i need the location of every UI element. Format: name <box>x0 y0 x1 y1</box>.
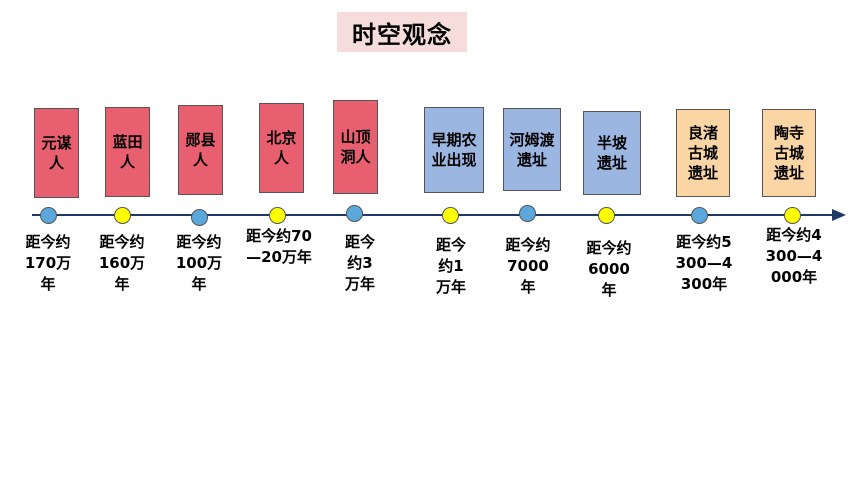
event-card-lantian: 蓝田人 <box>105 107 150 197</box>
event-card-liangzhu: 良渚古城遗址 <box>676 109 730 197</box>
timeline-dot <box>519 205 536 222</box>
event-label: 蓝田人 <box>112 133 143 171</box>
event-date: 距今约70—20万年 <box>246 227 312 266</box>
event-date: 距今约100万年 <box>175 233 223 293</box>
event-label: 河姆渡遗址 <box>509 130 555 169</box>
event-card-hemudu: 河姆渡遗址 <box>503 108 561 191</box>
event-card-shandingdong: 山顶洞人 <box>333 100 378 194</box>
event-date: 距今约170万年 <box>24 233 72 293</box>
page-title: 时空观念 <box>337 12 467 52</box>
event-date: 距今约5300—4300年 <box>675 233 733 293</box>
timeline-dot <box>114 207 131 224</box>
event-card-beijing: 北京人 <box>259 103 304 193</box>
event-card-yuanmou: 元谋人 <box>34 108 79 198</box>
event-date: 距今约3万年 <box>345 233 376 293</box>
timeline-dot <box>191 209 208 226</box>
event-card-early-agriculture: 早期农业出现 <box>424 107 484 193</box>
event-label: 半坡遗址 <box>596 134 627 172</box>
event-label: 良渚古城遗址 <box>687 124 718 182</box>
timeline-dot <box>691 207 708 224</box>
arrow-right-icon <box>832 209 846 221</box>
event-date: 距今约4300—4000年 <box>765 226 823 286</box>
event-card-banpo: 半坡遗址 <box>583 111 641 195</box>
event-card-yunxian: 郧县人 <box>178 105 223 195</box>
event-date: 距今约1万年 <box>436 236 467 296</box>
event-label: 元谋人 <box>41 134 72 172</box>
event-label: 早期农业出现 <box>431 131 477 169</box>
event-date: 距今约7000年 <box>505 236 551 296</box>
event-label: 郧县人 <box>185 131 216 169</box>
event-date: 距今约6000年 <box>586 239 632 299</box>
timeline-axis <box>32 214 836 216</box>
timeline-dot <box>40 207 57 224</box>
event-card-taosi: 陶寺古城遗址 <box>762 109 816 197</box>
timeline-dot <box>598 207 615 224</box>
event-date: 距今约160万年 <box>98 233 146 293</box>
event-label: 山顶洞人 <box>340 128 371 166</box>
timeline-dot <box>346 205 363 222</box>
event-label: 北京人 <box>266 129 297 167</box>
timeline-dot <box>784 207 801 224</box>
event-label: 陶寺古城遗址 <box>773 124 804 182</box>
timeline-dot <box>269 207 286 224</box>
timeline-dot <box>442 207 459 224</box>
